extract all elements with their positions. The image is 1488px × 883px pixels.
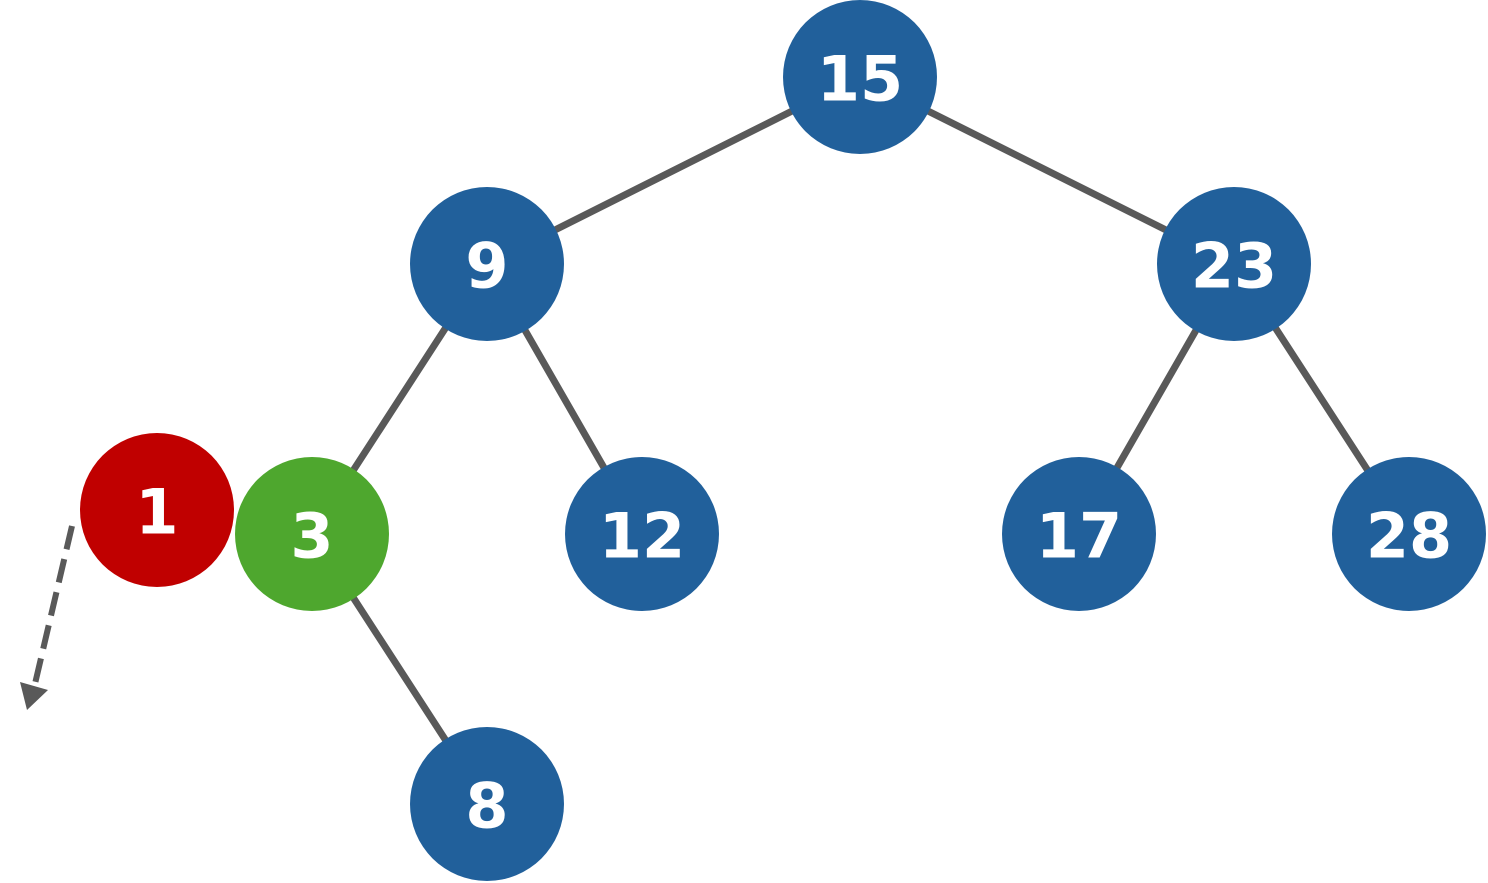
dashed-arrow-icon [31,525,75,689]
nodes-layer: 15 9 23 1 3 12 17 28 8 [80,0,1486,881]
node-label: 15 [817,43,903,116]
edge-n3-n8 [346,588,453,750]
edge-n15-n23 [918,104,1176,237]
edge-n9-n3 [346,318,453,480]
node-circle [235,457,389,611]
tree-node-8: 8 [410,727,564,881]
node-circle [1332,457,1486,611]
tree-node-3: 3 [235,457,389,611]
node-label: 28 [1366,500,1452,573]
node-circle [783,0,937,154]
node-label: 3 [290,500,333,573]
node-label: 17 [1036,500,1122,573]
node-circle [410,727,564,881]
edges-layer [346,104,1375,750]
edge-n9-n12 [517,320,612,478]
tree-node-23: 23 [1157,187,1311,341]
tree-node-12: 12 [565,457,719,611]
edge-n23-n17 [1109,320,1204,478]
node-label: 8 [465,770,508,843]
arrow-head-icon [20,682,48,710]
tree-node-17: 17 [1002,457,1156,611]
node-label: 1 [135,476,178,549]
edge-n15-n9 [545,104,802,237]
tree-node-9: 9 [410,187,564,341]
node-circle [1002,457,1156,611]
node-label: 9 [465,230,508,303]
node-circle [80,433,234,587]
node-circle [565,457,719,611]
node-circle [410,187,564,341]
node-label: 23 [1191,230,1277,303]
tree-node-28: 28 [1332,457,1486,611]
removal-arrow [20,525,75,710]
tree-node-1: 1 [80,433,234,587]
tree-node-15: 15 [783,0,937,154]
node-circle [1157,187,1311,341]
node-label: 12 [599,500,685,573]
edge-n23-n28 [1268,318,1375,480]
